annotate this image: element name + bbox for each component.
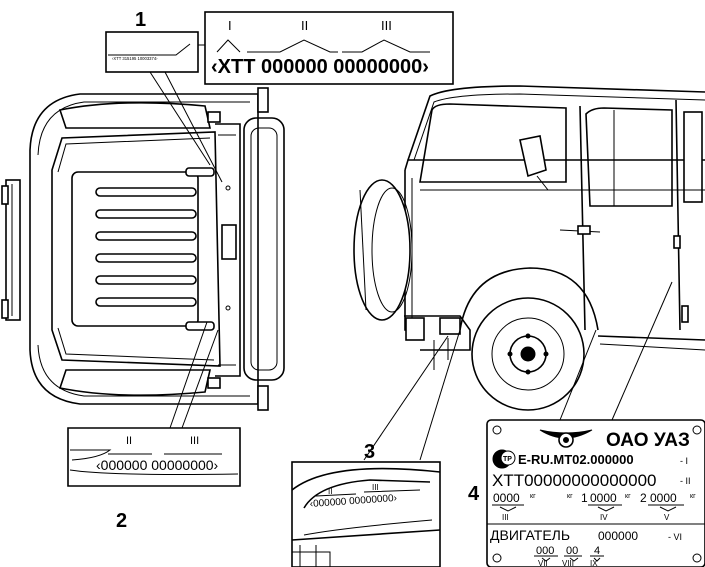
side-mirror	[519, 135, 547, 178]
side-body	[407, 85, 705, 161]
front-bumper	[1, 179, 21, 321]
tag-2-roman-2: II	[126, 435, 132, 447]
plate-w3-axle: 2	[640, 491, 647, 505]
left-fender	[58, 102, 212, 129]
plate-vin-roman: - II	[680, 476, 691, 486]
cowl	[215, 123, 241, 377]
right-fender	[58, 369, 212, 396]
plate-w2-unit-pre: кг	[567, 493, 573, 500]
windshield-frame	[243, 117, 285, 381]
plate-engine-no: 000000	[598, 529, 638, 543]
plate-c1-roman: VII	[538, 559, 548, 567]
hood	[51, 131, 221, 367]
tag-1: 1 ‹XTT 315195 10003374› I II III ‹XTT 00…	[105, 9, 454, 183]
plate-c2-roman: VIII	[562, 559, 574, 567]
tag-3-roman-2: II	[328, 487, 332, 496]
nameplate-4: 4 ОАО УАЗ ТР E-RU.MT02.000000 - I XTT000…	[468, 281, 705, 567]
tag-2: II III ‹000000 00000000› 2	[67, 321, 241, 532]
plate-w2-unit: кг	[625, 493, 631, 500]
tag-1-roman-3: III	[381, 18, 392, 33]
callout-1: 1	[135, 9, 146, 31]
plate-w3-unit: кг	[690, 493, 696, 500]
plate-c2: 00	[566, 545, 578, 557]
tag-1-roman-2: II	[301, 18, 308, 33]
plate-engine-roman: - VI	[668, 532, 682, 542]
plate-w2-roman: IV	[600, 513, 608, 522]
plate-w2: 0000	[590, 491, 617, 505]
rear-wheel	[471, 297, 585, 411]
callout-3: 3	[364, 441, 375, 463]
spare-wheel	[353, 179, 413, 321]
door	[579, 99, 681, 331]
certification-mark-icon: ТР	[492, 449, 516, 469]
tag-2-plate	[67, 427, 241, 487]
tag-2-roman-3: III	[190, 435, 199, 447]
vehicle-side-view	[353, 85, 705, 411]
tag-1-roman-1: I	[228, 18, 232, 33]
hood-ribs	[95, 187, 197, 307]
plate-approval-roman: - I	[680, 456, 688, 466]
tag-1-small	[105, 31, 199, 73]
uaz-logo-icon	[539, 429, 593, 448]
plate-w1-unit: кг	[530, 493, 536, 500]
svg-text:ТР: ТР	[503, 456, 512, 463]
plate-c3: 4	[594, 545, 600, 557]
plate-approval: E-RU.MT02.000000	[518, 452, 634, 467]
hood-recess	[71, 171, 199, 327]
plate-vin: XTT00000000000000	[492, 471, 656, 490]
plate-w1: 0000	[493, 491, 520, 505]
detail-3: 3 II III ‹000000 00000000›	[291, 329, 461, 567]
plate-w3-roman: V	[664, 513, 670, 522]
plate-w3: 0000	[650, 491, 677, 505]
plate-engine-label: ДВИГАТЕЛЬ	[490, 527, 570, 543]
vehicle-top-view	[1, 87, 285, 411]
tag-1-small-text: ‹XTT 315195 10003374›	[112, 56, 158, 61]
tag-3-roman-3: III	[372, 483, 379, 492]
callout-4: 4	[468, 483, 480, 505]
callout-2: 2	[116, 510, 127, 532]
detail-3-frame	[291, 461, 441, 567]
plate-maker: ОАО УАЗ	[606, 430, 690, 451]
tag-1-vin: ‹XTT 000000 00000000›	[211, 56, 429, 78]
tag-2-code: ‹000000 00000000›	[96, 457, 219, 473]
plate-c1: 000	[536, 545, 554, 557]
plate-c3-roman: IX	[590, 559, 598, 567]
tag-1-large	[204, 11, 454, 85]
plate-w1-roman: III	[502, 513, 509, 522]
nameplate	[486, 419, 705, 567]
plate-w2-axle: 1	[581, 491, 588, 505]
wheel-arch	[459, 267, 599, 331]
rear-side-window	[419, 103, 567, 183]
door-window	[585, 107, 673, 207]
